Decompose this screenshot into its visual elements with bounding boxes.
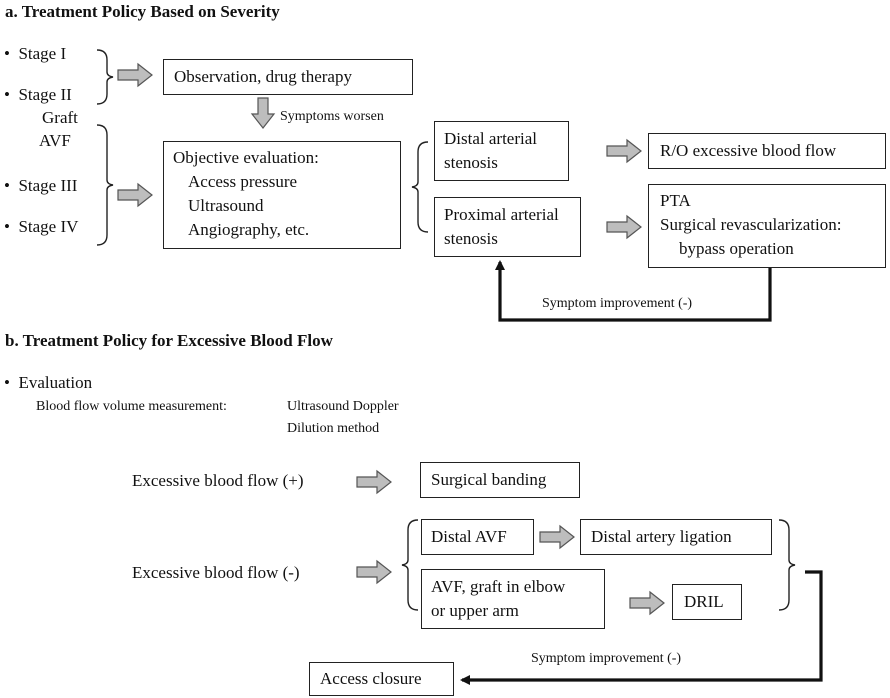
graft-label: Graft [42,108,78,127]
treatment-line: Surgical revascularization: [660,215,842,234]
proximal-stenosis-box: Proximal arterial stenosis [434,197,581,257]
symptom-improvement-label-b: Symptom improvement (-) [531,651,682,666]
symptom-improvement-label-a: Symptom improvement (-) [542,296,693,311]
distal-avf-box: Distal AVF [421,519,534,555]
brace-avf-right [778,519,796,611]
objective-title: Objective evaluation: [173,148,319,167]
avf-graft-box: AVF, graft in elbow or upper arm [421,569,605,629]
ro-excessive-box: R/O excessive blood flow [648,133,886,169]
loop-symptom-improvement-a [495,260,772,322]
surgical-banding-text: Surgical banding [431,470,547,489]
brace-stage-1-2 [96,49,114,105]
treatment-line: PTA [660,191,691,210]
distal-ligation-box: Distal artery ligation [580,519,772,555]
proximal-stenosis-line: Proximal arterial [444,205,559,224]
avf-label: AVF [39,131,71,150]
access-closure-box: Access closure [309,662,454,696]
access-closure-text: Access closure [320,669,422,688]
excessive-minus-label: Excessive blood flow (-) [132,563,300,582]
stage-item: • Stage III [4,176,78,195]
stage-item: • Stage I [4,44,67,63]
avf-graft-line: AVF, graft in elbow [431,577,566,596]
observation-text: Observation, drug therapy [174,67,352,86]
treatment-line: bypass operation [679,239,794,258]
dril-text: DRIL [684,592,724,611]
ro-excessive-text: R/O excessive blood flow [660,141,837,160]
method-item: Dilution method [287,421,380,436]
distal-stenosis-box: Distal arterial stenosis [434,121,569,181]
excessive-plus-label: Excessive blood flow (+) [132,471,304,490]
brace-stage-3-4 [96,124,114,246]
arrow-stage-objective [117,182,153,208]
distal-avf-text: Distal AVF [431,527,507,546]
arrow-avfgraft-dril [629,590,665,616]
distal-stenosis-line: Distal arterial [444,129,537,148]
brace-stenosis [411,141,429,233]
arrow-distal-ro [606,138,642,164]
avf-graft-line: or upper arm [431,601,519,620]
stage-item: • Stage IV [4,217,79,236]
brace-avf-left [401,519,419,611]
surgical-banding-box: Surgical banding [420,462,580,498]
stage-item: • Stage II [4,85,72,104]
arrow-distal-ligation [539,524,575,550]
treatment-box: PTA Surgical revascularization: bypass o… [648,184,886,268]
measurement-label: Blood flow volume measurement: [36,399,227,414]
arrow-minus-braced [356,559,392,585]
loop-symptom-improvement-b [460,570,823,685]
distal-ligation-text: Distal artery ligation [591,527,732,546]
objective-item: Access pressure [188,172,298,191]
objective-evaluation-box: Objective evaluation: Access pressure Ul… [163,141,401,249]
arrow-symptoms-worsen [250,97,276,129]
dril-box: DRIL [672,584,742,620]
observation-box: Observation, drug therapy [163,59,413,95]
section-a-title: a. Treatment Policy Based on Severity [5,2,280,21]
evaluation-item: • Evaluation [4,373,93,392]
arrow-plus-banding [356,469,392,495]
method-item: Ultrasound Doppler [287,399,399,414]
proximal-stenosis-line: stenosis [444,229,498,248]
arrow-stage-observation [117,62,153,88]
section-b-title: b. Treatment Policy for Excessive Blood … [5,331,333,350]
objective-item: Angiography, etc. [188,220,310,239]
arrow-proximal-pta [606,214,642,240]
objective-item: Ultrasound [188,196,264,215]
distal-stenosis-line: stenosis [444,153,498,172]
symptoms-worsen-label: Symptoms worsen [280,109,384,124]
